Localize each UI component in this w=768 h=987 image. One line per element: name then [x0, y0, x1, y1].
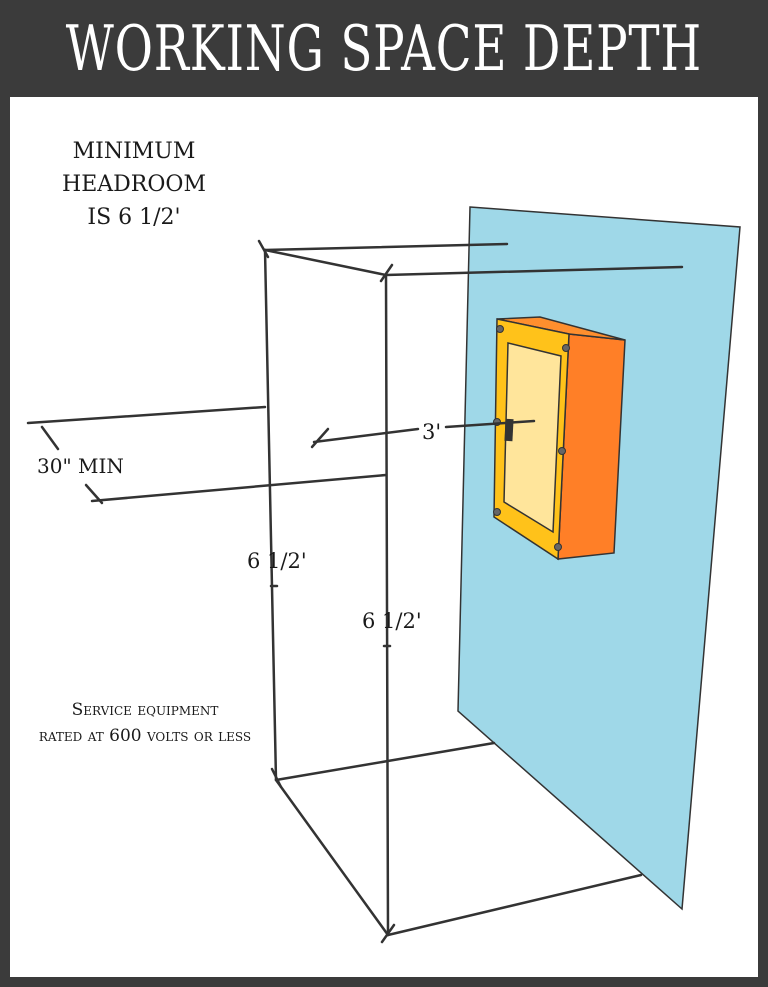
title-bar: WORKING SPACE DEPTH [0, 0, 768, 97]
service-note-line-2: rated at 600 volts or less [38, 726, 252, 746]
clearance-label: 3' [422, 420, 442, 444]
diagram-canvas [26, 206, 741, 944]
diagram-panel: MINIMUM HEADROOM IS 6 1/2' 30" MIN 3' 6 … [10, 97, 758, 977]
panel-screw [554, 543, 562, 551]
wall [457, 206, 741, 911]
service-note: Service equipment rated at 600 volts or … [10, 697, 280, 749]
headroom-line-2: HEADROOM [62, 172, 206, 197]
panel-screw [558, 447, 566, 455]
panel-door [503, 342, 562, 534]
height-label-left: 6 1/2' [247, 549, 307, 573]
electrical-panel [493, 316, 626, 561]
panel-screw [493, 508, 501, 516]
headroom-line-3: IS 6 1/2' [87, 205, 181, 230]
page-title: WORKING SPACE DEPTH [65, 11, 703, 86]
panel-screw [562, 344, 570, 352]
panel-latch [504, 418, 514, 442]
depth-min-label: 30" MIN [37, 454, 124, 478]
service-note-line-1: Service equipment [71, 700, 219, 720]
headroom-line-1: MINIMUM [72, 139, 196, 164]
panel-screw [496, 325, 504, 333]
height-label-right: 6 1/2' [362, 609, 422, 633]
headroom-note: MINIMUM HEADROOM IS 6 1/2' [54, 135, 214, 234]
working-space-outline [26, 239, 684, 944]
